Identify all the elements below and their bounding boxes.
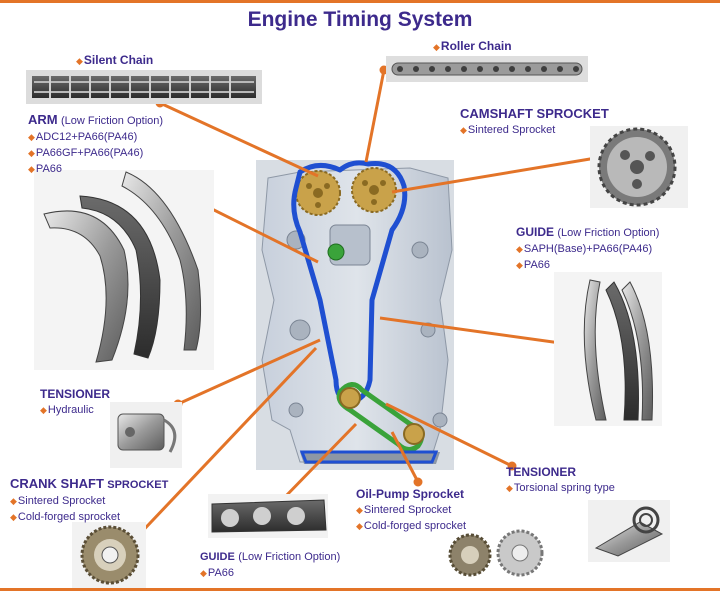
hydraulic-tensioner-photo [110, 402, 182, 468]
cam-sprocket-pair [295, 167, 397, 216]
arm-label: ARM (Low Friction Option) ◆ADC12+PA66(PA… [28, 112, 164, 175]
bullet-diamond-icon: ◆ [40, 405, 47, 415]
engine-block-illustration [256, 160, 454, 470]
oil-pump-drive-illustration [336, 382, 425, 452]
page-title: Engine Timing System [247, 8, 473, 31]
tensioner-left-label: TENSIONER ◆Hydraulic [40, 387, 111, 416]
bullet-diamond-icon: ◆ [433, 42, 440, 52]
guide-right-label: GUIDE (Low Friction Option) ◆SAPH(Base)+… [516, 225, 660, 271]
bullet-diamond-icon: ◆ [200, 568, 207, 578]
bullet-diamond-icon: ◆ [506, 483, 513, 493]
roller-chain-photo [386, 56, 588, 82]
crank-sprocket-photo [72, 522, 146, 588]
silent-chain-label: ◆Silent Chain [76, 53, 154, 67]
bullet-diamond-icon: ◆ [28, 164, 35, 174]
torsional-tensioner-photo [588, 500, 670, 562]
bullet-diamond-icon: ◆ [460, 125, 467, 135]
timing-chain-path [291, 160, 408, 405]
camshaft-sprocket-photo [590, 126, 688, 208]
silent-chain-photo [26, 70, 262, 104]
bullet-diamond-icon: ◆ [516, 260, 523, 270]
bullet-diamond-icon: ◆ [28, 132, 35, 142]
oil-pump-sprocket-label: Oil-Pump Sprocket ◆Sintered Sprocket ◆Co… [356, 487, 467, 532]
bottom-chain-guide [299, 450, 439, 464]
crank-shaft-sprocket-label: CRANK SHAFT SPROCKET ◆Sintered Sprocket … [10, 476, 169, 523]
tensioner-right-label: TENSIONER ◆Torsional spring type [506, 465, 615, 494]
bullet-diamond-icon: ◆ [76, 56, 83, 66]
bullet-diamond-icon: ◆ [10, 496, 17, 506]
bullet-diamond-icon: ◆ [10, 512, 17, 522]
bullet-diamond-icon: ◆ [356, 505, 363, 515]
oil-pump-sprocket-photos [448, 529, 544, 577]
roller-chain-label: ◆Roller Chain [433, 39, 512, 53]
bottom-rule [0, 588, 720, 591]
guide-photo [554, 272, 662, 426]
bullet-diamond-icon: ◆ [356, 521, 363, 531]
bullet-diamond-icon: ◆ [28, 148, 35, 158]
bottom-guide-photo [208, 494, 328, 538]
camshaft-sprocket-label: CAMSHAFT SPROCKET ◆Sintered Sprocket [460, 106, 609, 136]
arm-photo [34, 170, 214, 370]
top-rule [0, 0, 720, 3]
guide-bottom-label: GUIDE (Low Friction Option) ◆PA66 [200, 551, 341, 579]
bullet-diamond-icon: ◆ [516, 244, 523, 254]
